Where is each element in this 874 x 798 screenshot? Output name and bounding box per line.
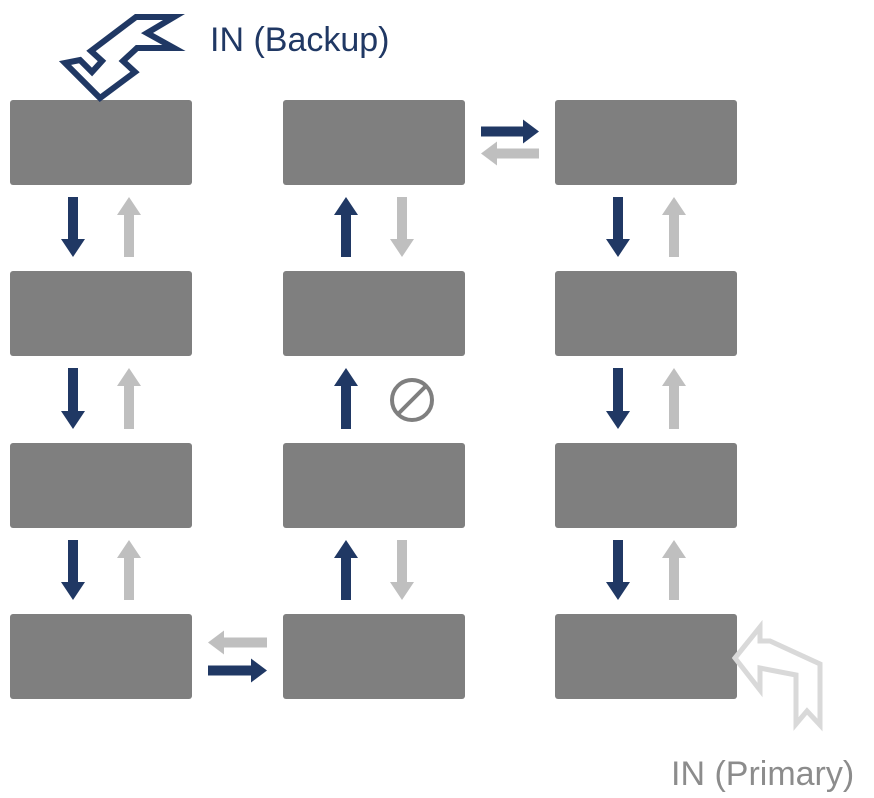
link-5-inactive-arrow [390, 540, 414, 600]
node-box-c2-r3 [283, 443, 465, 528]
link-10-inactive-arrow [662, 368, 686, 429]
link-8-inactive-arrow [481, 141, 539, 166]
link-7-active-arrow [334, 197, 358, 257]
link-7-inactive-arrow [390, 197, 414, 257]
link-2-inactive-arrow [117, 368, 141, 429]
label-in-primary: IN (Primary) [671, 755, 855, 793]
node-box-c3-r3 [555, 443, 737, 528]
backup-input-arrow-icon [58, 14, 186, 102]
node-box-c3-r1 [555, 100, 737, 185]
link-3-inactive-arrow [117, 540, 141, 600]
link-1-inactive-arrow [117, 197, 141, 257]
node-box-c2-r2 [283, 271, 465, 356]
label-in-backup: IN (Backup) [210, 21, 390, 59]
node-box-c3-r2 [555, 271, 737, 356]
link-4-active-arrow [208, 658, 267, 683]
link-10-active-arrow [606, 368, 630, 429]
link-9-active-arrow [606, 197, 630, 257]
link-8-active-arrow [481, 119, 539, 144]
link-4-inactive-arrow [208, 630, 267, 655]
link-3-active-arrow [61, 540, 85, 600]
link-9-inactive-arrow [662, 197, 686, 257]
node-box-c3-r4 [555, 614, 737, 699]
prohibited-icon [390, 378, 434, 422]
node-box-c1-r3 [10, 443, 192, 528]
node-box-c2-r1 [283, 100, 465, 185]
node-box-c1-r2 [10, 271, 192, 356]
link-5-active-arrow [334, 540, 358, 600]
node-box-c1-r4 [10, 614, 192, 699]
link-2-active-arrow [61, 368, 85, 429]
link-11-active-arrow [606, 540, 630, 600]
node-box-c1-r1 [10, 100, 192, 185]
primary-input-arrow-icon [731, 619, 823, 732]
link-1-active-arrow [61, 197, 85, 257]
node-box-c2-r4 [283, 614, 465, 699]
link-6-active-arrow [334, 368, 358, 429]
link-11-inactive-arrow [662, 540, 686, 600]
